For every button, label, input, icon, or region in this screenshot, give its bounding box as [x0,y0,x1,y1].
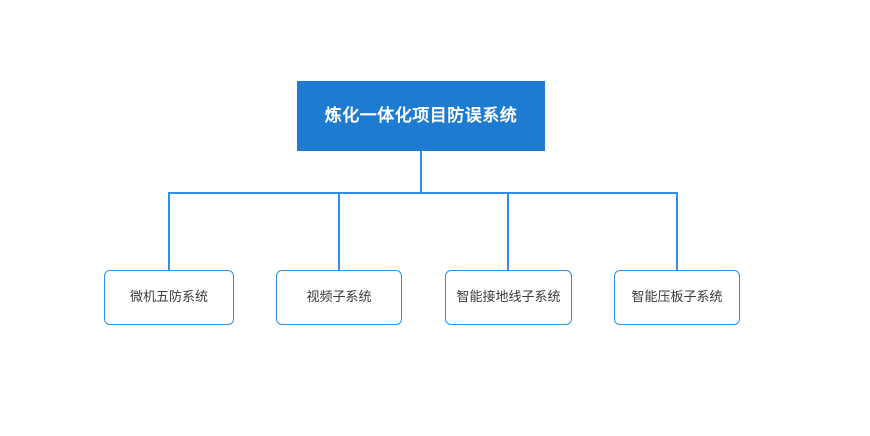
root-node-label: 炼化一体化项目防误系统 [324,105,518,126]
child-node-1[interactable]: 微机五防系统 [104,270,234,325]
child-node-2[interactable]: 视频子系统 [276,270,402,325]
root-node[interactable]: 炼化一体化项目防误系统 [297,81,545,151]
child-node-4[interactable]: 智能压板子系统 [614,270,740,325]
child-node-label: 视频子系统 [306,289,372,305]
child-node-label: 智能接地线子系统 [456,289,561,305]
child-node-label: 微机五防系统 [129,289,208,305]
child-node-3[interactable]: 智能接地线子系统 [445,270,572,325]
child-node-label: 智能压板子系统 [631,289,723,305]
